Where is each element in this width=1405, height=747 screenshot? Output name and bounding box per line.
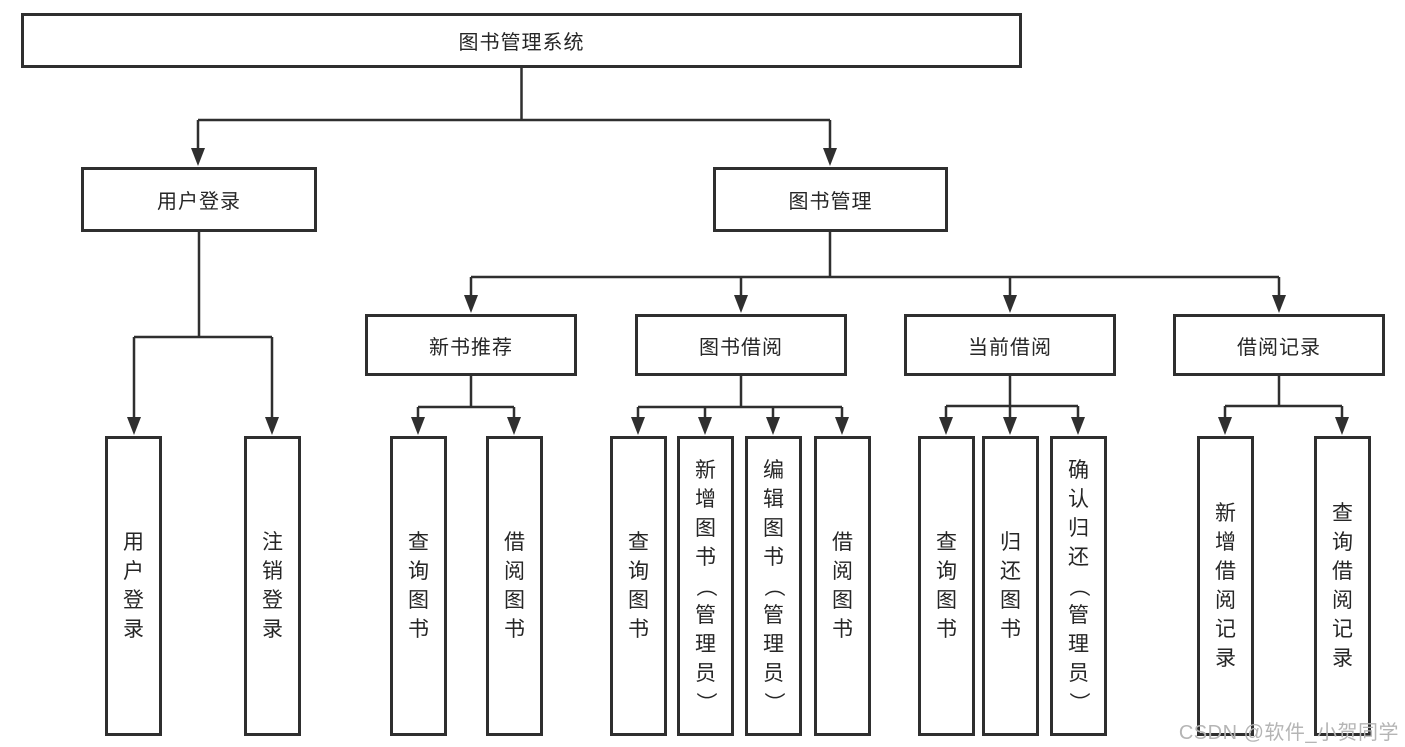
node-book-borrow: 图书借阅 bbox=[635, 314, 847, 376]
node-book-management: 图书管理 bbox=[713, 167, 948, 232]
arrow-down-icon bbox=[835, 417, 849, 435]
node-user-login-label: 用户登录 bbox=[157, 191, 241, 213]
arrow-down-icon bbox=[464, 295, 478, 313]
arrow-down-icon bbox=[631, 417, 645, 435]
node-new-book-recommend-label: 新书推荐 bbox=[429, 336, 513, 359]
leaf-borrow-books-recommend: 借阅图书 bbox=[486, 436, 543, 736]
arrow-down-icon bbox=[939, 417, 953, 435]
arrow-down-icon bbox=[734, 295, 748, 313]
leaf-add-borrow-record: 新增借阅记录 bbox=[1197, 436, 1254, 736]
arrow-down-icon bbox=[1335, 417, 1349, 435]
leaf-query-books-borrow: 查询图书 bbox=[610, 436, 667, 736]
arrow-down-icon bbox=[766, 417, 780, 435]
leaf-query-borrow-record: 查询借阅记录 bbox=[1314, 436, 1371, 736]
node-borrow-records: 借阅记录 bbox=[1173, 314, 1385, 376]
node-root-label: 图书管理系统 bbox=[458, 32, 585, 54]
arrow-down-icon bbox=[1003, 417, 1017, 435]
node-current-borrow: 当前借阅 bbox=[904, 314, 1116, 376]
arrow-down-icon bbox=[698, 417, 712, 435]
arrow-down-icon bbox=[191, 148, 205, 166]
node-current-borrow-label: 当前借阅 bbox=[968, 336, 1052, 359]
node-new-book-recommend: 新书推荐 bbox=[365, 314, 577, 376]
leaf-query-books-recommend: 查询图书 bbox=[390, 436, 447, 736]
arrow-down-icon bbox=[127, 417, 141, 435]
arrow-down-icon bbox=[265, 417, 279, 435]
node-user-login: 用户登录 bbox=[81, 167, 317, 232]
leaf-add-book-admin: 新增图书（管理员） bbox=[677, 436, 734, 736]
arrow-down-icon bbox=[823, 148, 837, 166]
leaf-borrow-books: 借阅图书 bbox=[814, 436, 871, 736]
arrow-down-icon bbox=[1003, 295, 1017, 313]
leaf-query-books-current: 查询图书 bbox=[918, 436, 975, 736]
leaf-user-login: 用户登录 bbox=[105, 436, 162, 736]
arrow-down-icon bbox=[1218, 417, 1232, 435]
arrow-down-icon bbox=[1071, 417, 1085, 435]
leaf-return-book: 归还图书 bbox=[982, 436, 1039, 736]
leaf-edit-book-admin: 编辑图书（管理员） bbox=[745, 436, 802, 736]
arrow-down-icon bbox=[411, 417, 425, 435]
node-borrow-records-label: 借阅记录 bbox=[1237, 336, 1321, 359]
leaf-logout: 注销登录 bbox=[244, 436, 301, 736]
arrow-down-icon bbox=[1272, 295, 1286, 313]
csdn-watermark: CSDN @软件_小贺同学 bbox=[1178, 722, 1399, 744]
node-book-borrow-label: 图书借阅 bbox=[699, 336, 783, 359]
node-root: 图书管理系统 bbox=[21, 13, 1022, 68]
arrow-down-icon bbox=[507, 417, 521, 435]
leaf-confirm-return-admin: 确认归还（管理员） bbox=[1050, 436, 1107, 736]
node-book-management-label: 图书管理 bbox=[788, 191, 873, 213]
